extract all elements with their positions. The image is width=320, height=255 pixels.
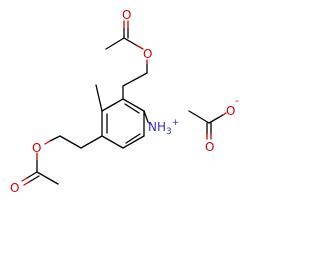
structure-diagram: O O O O NH3+ O - O <box>10 8 239 195</box>
acetate-anion <box>188 110 227 140</box>
ammonium-label: NH3+ <box>148 118 179 137</box>
molecule-canvas: O O O O NH3+ O - O <box>10 8 239 195</box>
acetate-charge: - <box>235 96 239 107</box>
ring-to-nitrogen-bond <box>143 110 149 123</box>
upper-acetoxyethyl-chain <box>105 20 148 100</box>
acetate-carbonyl-oxygen: O <box>205 140 214 154</box>
upper-ester-oxygen: O <box>143 47 152 61</box>
methyl-bond <box>95 84 103 112</box>
lower-carbonyl-oxygen: O <box>10 181 19 195</box>
acetate-oxygen-minus: O <box>226 104 235 118</box>
upper-carbonyl-oxygen: O <box>122 8 131 22</box>
lower-acetoxyethyl-chain <box>21 135 103 186</box>
lower-ester-oxygen: O <box>32 141 41 155</box>
benzene-ring <box>101 98 145 149</box>
